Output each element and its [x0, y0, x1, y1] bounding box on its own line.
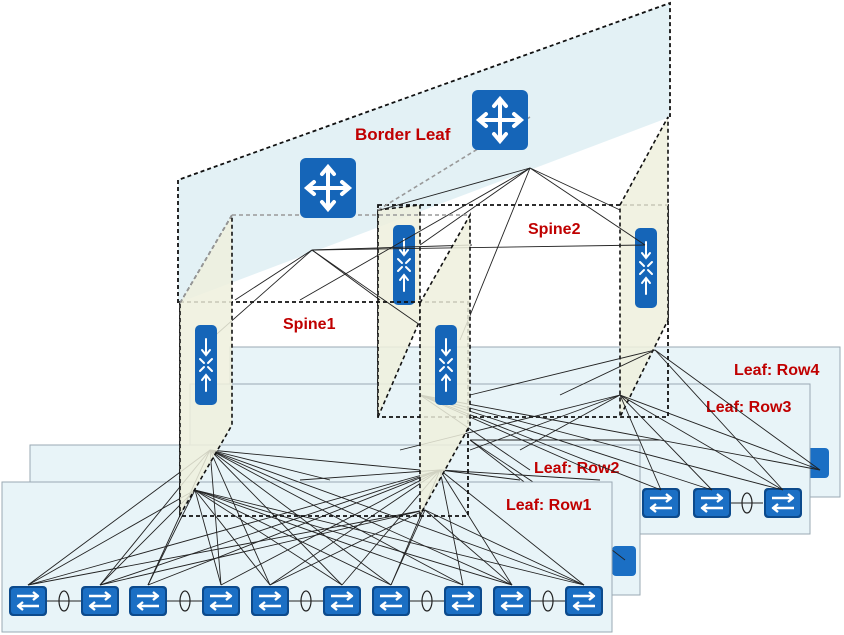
router-icon — [298, 156, 358, 220]
router-icon — [470, 88, 530, 152]
core-switch-icon — [434, 324, 458, 406]
switch-icon — [370, 584, 412, 618]
core-switch-icon — [392, 224, 416, 306]
switch-icon — [7, 584, 49, 618]
switch-icon — [762, 486, 804, 520]
spine-links — [209, 167, 821, 561]
core-switch-icon — [194, 324, 218, 406]
row1-switches — [7, 584, 605, 618]
leaf-row-3-label: Leaf: Row3 — [706, 399, 791, 416]
switch-icon — [442, 584, 484, 618]
spine1-label: Spine1 — [283, 316, 336, 333]
leaf-row-4-label: Leaf: Row4 — [734, 362, 819, 379]
leaf-row-2-label: Leaf: Row2 — [534, 460, 619, 477]
switch-icon — [691, 486, 733, 520]
switch-icon — [640, 486, 682, 520]
border-leaf-label: Border Leaf — [355, 125, 451, 144]
switch-icon — [563, 584, 605, 618]
switch-icon — [200, 584, 242, 618]
spine1-frame — [179, 211, 471, 519]
switch-icon — [249, 584, 291, 618]
switch-icon — [321, 584, 363, 618]
leaf-row-1-label: Leaf: Row1 — [506, 497, 591, 514]
switch-icon — [79, 584, 121, 618]
spine2-label: Spine2 — [528, 221, 581, 238]
switch-icon — [491, 584, 533, 618]
border-leaf-plane — [177, 1, 671, 303]
switch-icon — [127, 584, 169, 618]
